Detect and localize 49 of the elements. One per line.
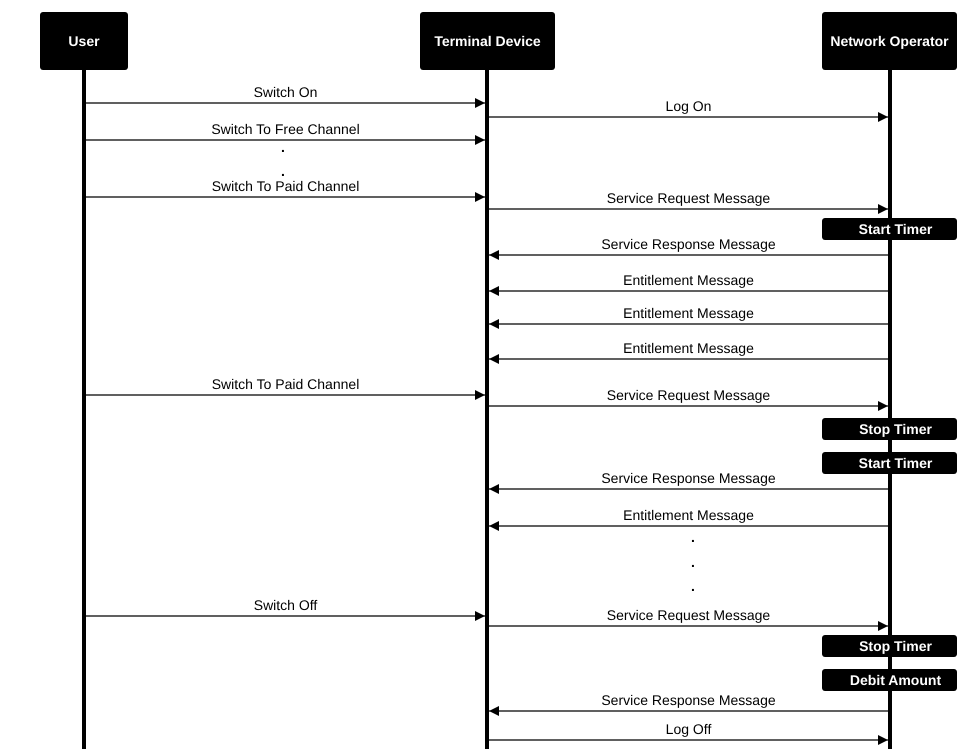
message-label: Service Response Message [601,692,776,708]
message-arrow [489,204,888,214]
message-label: Service Response Message [601,470,776,486]
message-label: Switch On [254,84,318,100]
message-label: Log Off [666,721,712,737]
message-label: Log On [666,98,712,114]
message-arrow [489,621,888,631]
message-arrow [86,98,485,108]
ellipsis-dot: . [691,579,695,593]
message-arrow [489,319,888,329]
lifeline-header: Network Operator [822,12,957,70]
message-arrow [86,611,485,621]
message-label: Entitlement Message [623,507,754,523]
message-arrow [489,112,888,122]
message-label: Switch To Paid Channel [212,376,360,392]
message-label: Switch To Free Channel [211,121,360,137]
message-arrow [489,735,888,745]
message-arrow [86,390,485,400]
message-label: Service Response Message [601,236,776,252]
message-label: Entitlement Message [623,340,754,356]
ellipsis-dot: . [691,555,695,569]
message-label: Switch To Paid Channel [212,178,360,194]
timer-event-box: Stop Timer [822,418,957,440]
message-arrow [489,286,888,296]
timer-event-box: Start Timer [822,452,957,474]
lifeline-header: User [40,12,128,70]
ellipsis-dot: . [281,164,285,178]
message-label: Service Request Message [606,190,770,206]
message-label: Entitlement Message [623,305,754,321]
message-arrow [86,192,485,202]
lifeline [485,70,489,749]
message-label: Switch Off [254,597,318,613]
timer-event-box: Start Timer [822,218,957,240]
message-label: Service Request Message [606,387,770,403]
message-arrow [489,401,888,411]
message-arrow [86,135,485,145]
message-arrow [489,250,888,260]
message-label: Entitlement Message [623,272,754,288]
lifeline [82,70,86,749]
message-arrow [489,706,888,716]
message-arrow [489,521,888,531]
message-label: Service Request Message [606,607,770,623]
message-arrow [489,354,888,364]
ellipsis-dot: . [281,140,285,154]
lifeline-header: Terminal Device [420,12,555,70]
timer-event-box: Stop Timer [822,635,957,657]
timer-event-box: Debit Amount [822,669,957,691]
message-arrow [489,484,888,494]
ellipsis-dot: . [691,530,695,544]
